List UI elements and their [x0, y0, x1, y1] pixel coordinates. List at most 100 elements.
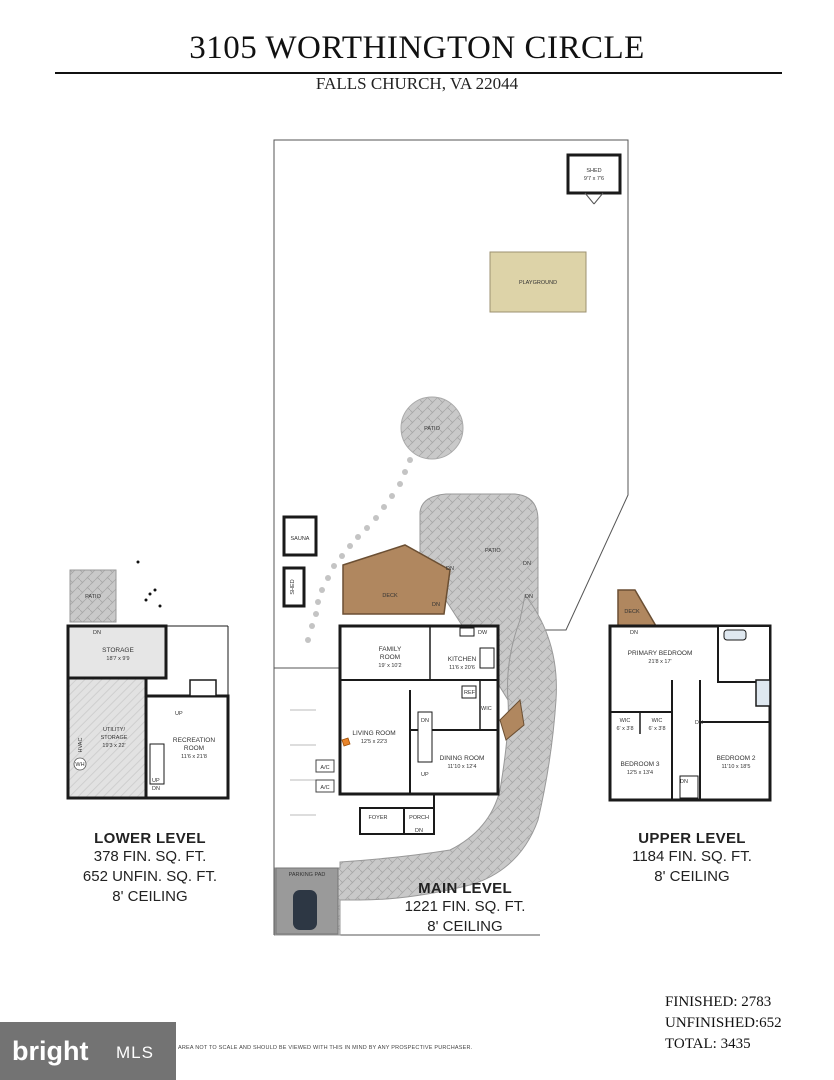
bedroom3-label: BEDROOM 3	[620, 761, 659, 768]
shed-dims: 9'7 x 7'6	[584, 176, 604, 182]
dn-lower: DN	[93, 630, 101, 636]
wic-b-label: WIC	[652, 718, 663, 724]
shed-structure: SHED 9'7 x 7'6	[566, 153, 622, 205]
bedroom3-dims: 12'5 x 13'4	[627, 770, 653, 776]
ac-unit-1	[315, 759, 335, 773]
brand-logo: bright MLS	[0, 1022, 176, 1080]
wic-a-label: WIC	[620, 718, 631, 724]
total-finished: FINISHED: 2783	[665, 994, 772, 1010]
lower-level-summary: LOWER LEVEL 378 FIN. SQ. FT. 652 UNFIN. …	[60, 830, 240, 907]
upper-deck-label: DECK	[624, 609, 640, 615]
family-room-label-2: ROOM	[380, 654, 400, 661]
dining-room-label: DINING ROOM	[440, 755, 485, 762]
dn-porch: DN	[415, 828, 423, 834]
dining-room-dims: 11'10 x 12'4	[448, 764, 477, 770]
kitchen-dims: 11'6 x 20'6	[449, 665, 475, 671]
page-title: 3105 WORTHINGTON CIRCLE	[189, 30, 645, 66]
recreation-label-2: ROOM	[184, 745, 204, 752]
dn-main-stair: DN	[421, 718, 429, 724]
dn-upper: DN	[630, 630, 638, 636]
dn-upper-stair-2: DN	[680, 779, 688, 785]
lower-level-ceiling: 8' CEILING	[112, 888, 188, 905]
kitchen-label: KITCHEN	[448, 656, 477, 663]
upper-level-title: UPPER LEVEL	[638, 830, 746, 847]
storage-dims: 18'7 x 9'9	[106, 656, 129, 662]
small-shed	[282, 566, 306, 608]
totals: FINISHED: 2783 UNFINISHED:652 TOTAL: 343…	[665, 992, 782, 1055]
car-icon	[293, 890, 317, 930]
round-patio-label: PATIO	[424, 426, 440, 432]
upper-deck	[617, 589, 658, 627]
dn-lower-stair: DN	[152, 786, 160, 792]
playground-label: PLAYGROUND	[519, 280, 557, 286]
main-level-plan	[338, 624, 525, 835]
wic-b-dims: 6' x 3'8	[648, 726, 665, 732]
storage-label: STORAGE	[102, 647, 134, 654]
up-lower-stair: UP	[152, 778, 160, 784]
hvac-label: HVAC	[78, 738, 84, 753]
main-level-fin: 1221 FIN. SQ. FT.	[404, 898, 526, 915]
upper-level-plan	[608, 624, 772, 802]
water-heater-icon	[73, 757, 87, 771]
lower-dots	[136, 560, 162, 608]
brand-name: bright	[12, 1036, 89, 1066]
up-main-stair: UP	[421, 772, 429, 778]
dw-label: DW	[478, 630, 488, 636]
title-rule	[55, 72, 782, 74]
ac-1-label: A/C	[320, 765, 329, 771]
main-level-ceiling: 8' CEILING	[427, 918, 503, 935]
lower-level-title: LOWER LEVEL	[94, 830, 206, 847]
lower-patio	[69, 569, 117, 623]
disclaimer: AREA NOT TO SCALE AND SHOULD BE VIEWED W…	[178, 1045, 473, 1051]
brand-suffix: MLS	[116, 1043, 154, 1062]
wic-kitchen-label: WIC	[481, 706, 492, 712]
ac-unit-2	[315, 779, 335, 793]
bedroom2-dims: 11'10 x 18'5	[722, 764, 751, 770]
lower-patio-label: PATIO	[85, 594, 101, 600]
dn-patio: DN	[523, 561, 531, 567]
lower-level-fin: 378 FIN. SQ. FT.	[93, 848, 207, 865]
recreation-label: RECREATION	[173, 737, 215, 744]
main-deck	[342, 544, 451, 615]
utility-label-2: STORAGE	[101, 735, 128, 741]
sauna	[282, 515, 318, 557]
up-lower: UP	[175, 711, 183, 717]
primary-bedroom-label: PRIMARY BEDROOM	[628, 650, 693, 657]
wic-a-dims: 6' x 3'8	[616, 726, 633, 732]
sauna-label: SAUNA	[291, 536, 310, 542]
foyer-label: FOYER	[369, 815, 388, 821]
ac-2-label: A/C	[320, 785, 329, 791]
deck-label: DECK	[382, 593, 398, 599]
utility-label: UTILITY/	[103, 727, 125, 733]
patio-label: PATIO	[485, 548, 501, 554]
main-level-summary: MAIN LEVEL 1221 FIN. SQ. FT. 8' CEILING	[375, 880, 555, 937]
fireplace-icon	[341, 737, 351, 747]
lower-level-plan	[66, 624, 230, 800]
parking-pad-label: PARKING PAD	[289, 872, 326, 878]
dn-deck-1: DN	[446, 566, 454, 572]
primary-bedroom-dims: 21'8 x 17'	[648, 659, 671, 665]
main-level-title: MAIN LEVEL	[418, 880, 512, 897]
total-unfinished: UNFINISHED:652	[665, 1015, 782, 1031]
living-room-dims: 12'5 x 22'3	[361, 739, 387, 745]
round-patio	[400, 396, 464, 460]
wh-label: WH	[75, 762, 84, 768]
family-room-dims: 19' x 10'2	[378, 663, 401, 669]
recreation-dims: 11'6 x 21'8	[181, 754, 207, 760]
upper-level-ceiling: 8' CEILING	[654, 868, 730, 885]
stepping-stones	[305, 457, 513, 643]
living-room-label: LIVING ROOM	[352, 730, 395, 737]
total-all: TOTAL: 3435	[665, 1036, 751, 1052]
upper-level-summary: UPPER LEVEL 1184 FIN. SQ. FT. 8' CEILING	[602, 830, 782, 887]
dn-upper-stair: DN	[695, 720, 703, 726]
bedroom2-label: BEDROOM 2	[716, 755, 755, 762]
driveway-lines	[290, 709, 316, 816]
porch-label: PORCH	[409, 815, 429, 821]
playground	[489, 251, 587, 313]
upper-level-fin: 1184 FIN. SQ. FT.	[632, 848, 752, 865]
ref-label: REF	[464, 690, 476, 696]
dn-deck-2: DN	[432, 602, 440, 608]
utility-dims: 19'3 x 22'	[102, 743, 125, 749]
page-subtitle: FALLS CHURCH, VA 22044	[315, 74, 519, 93]
